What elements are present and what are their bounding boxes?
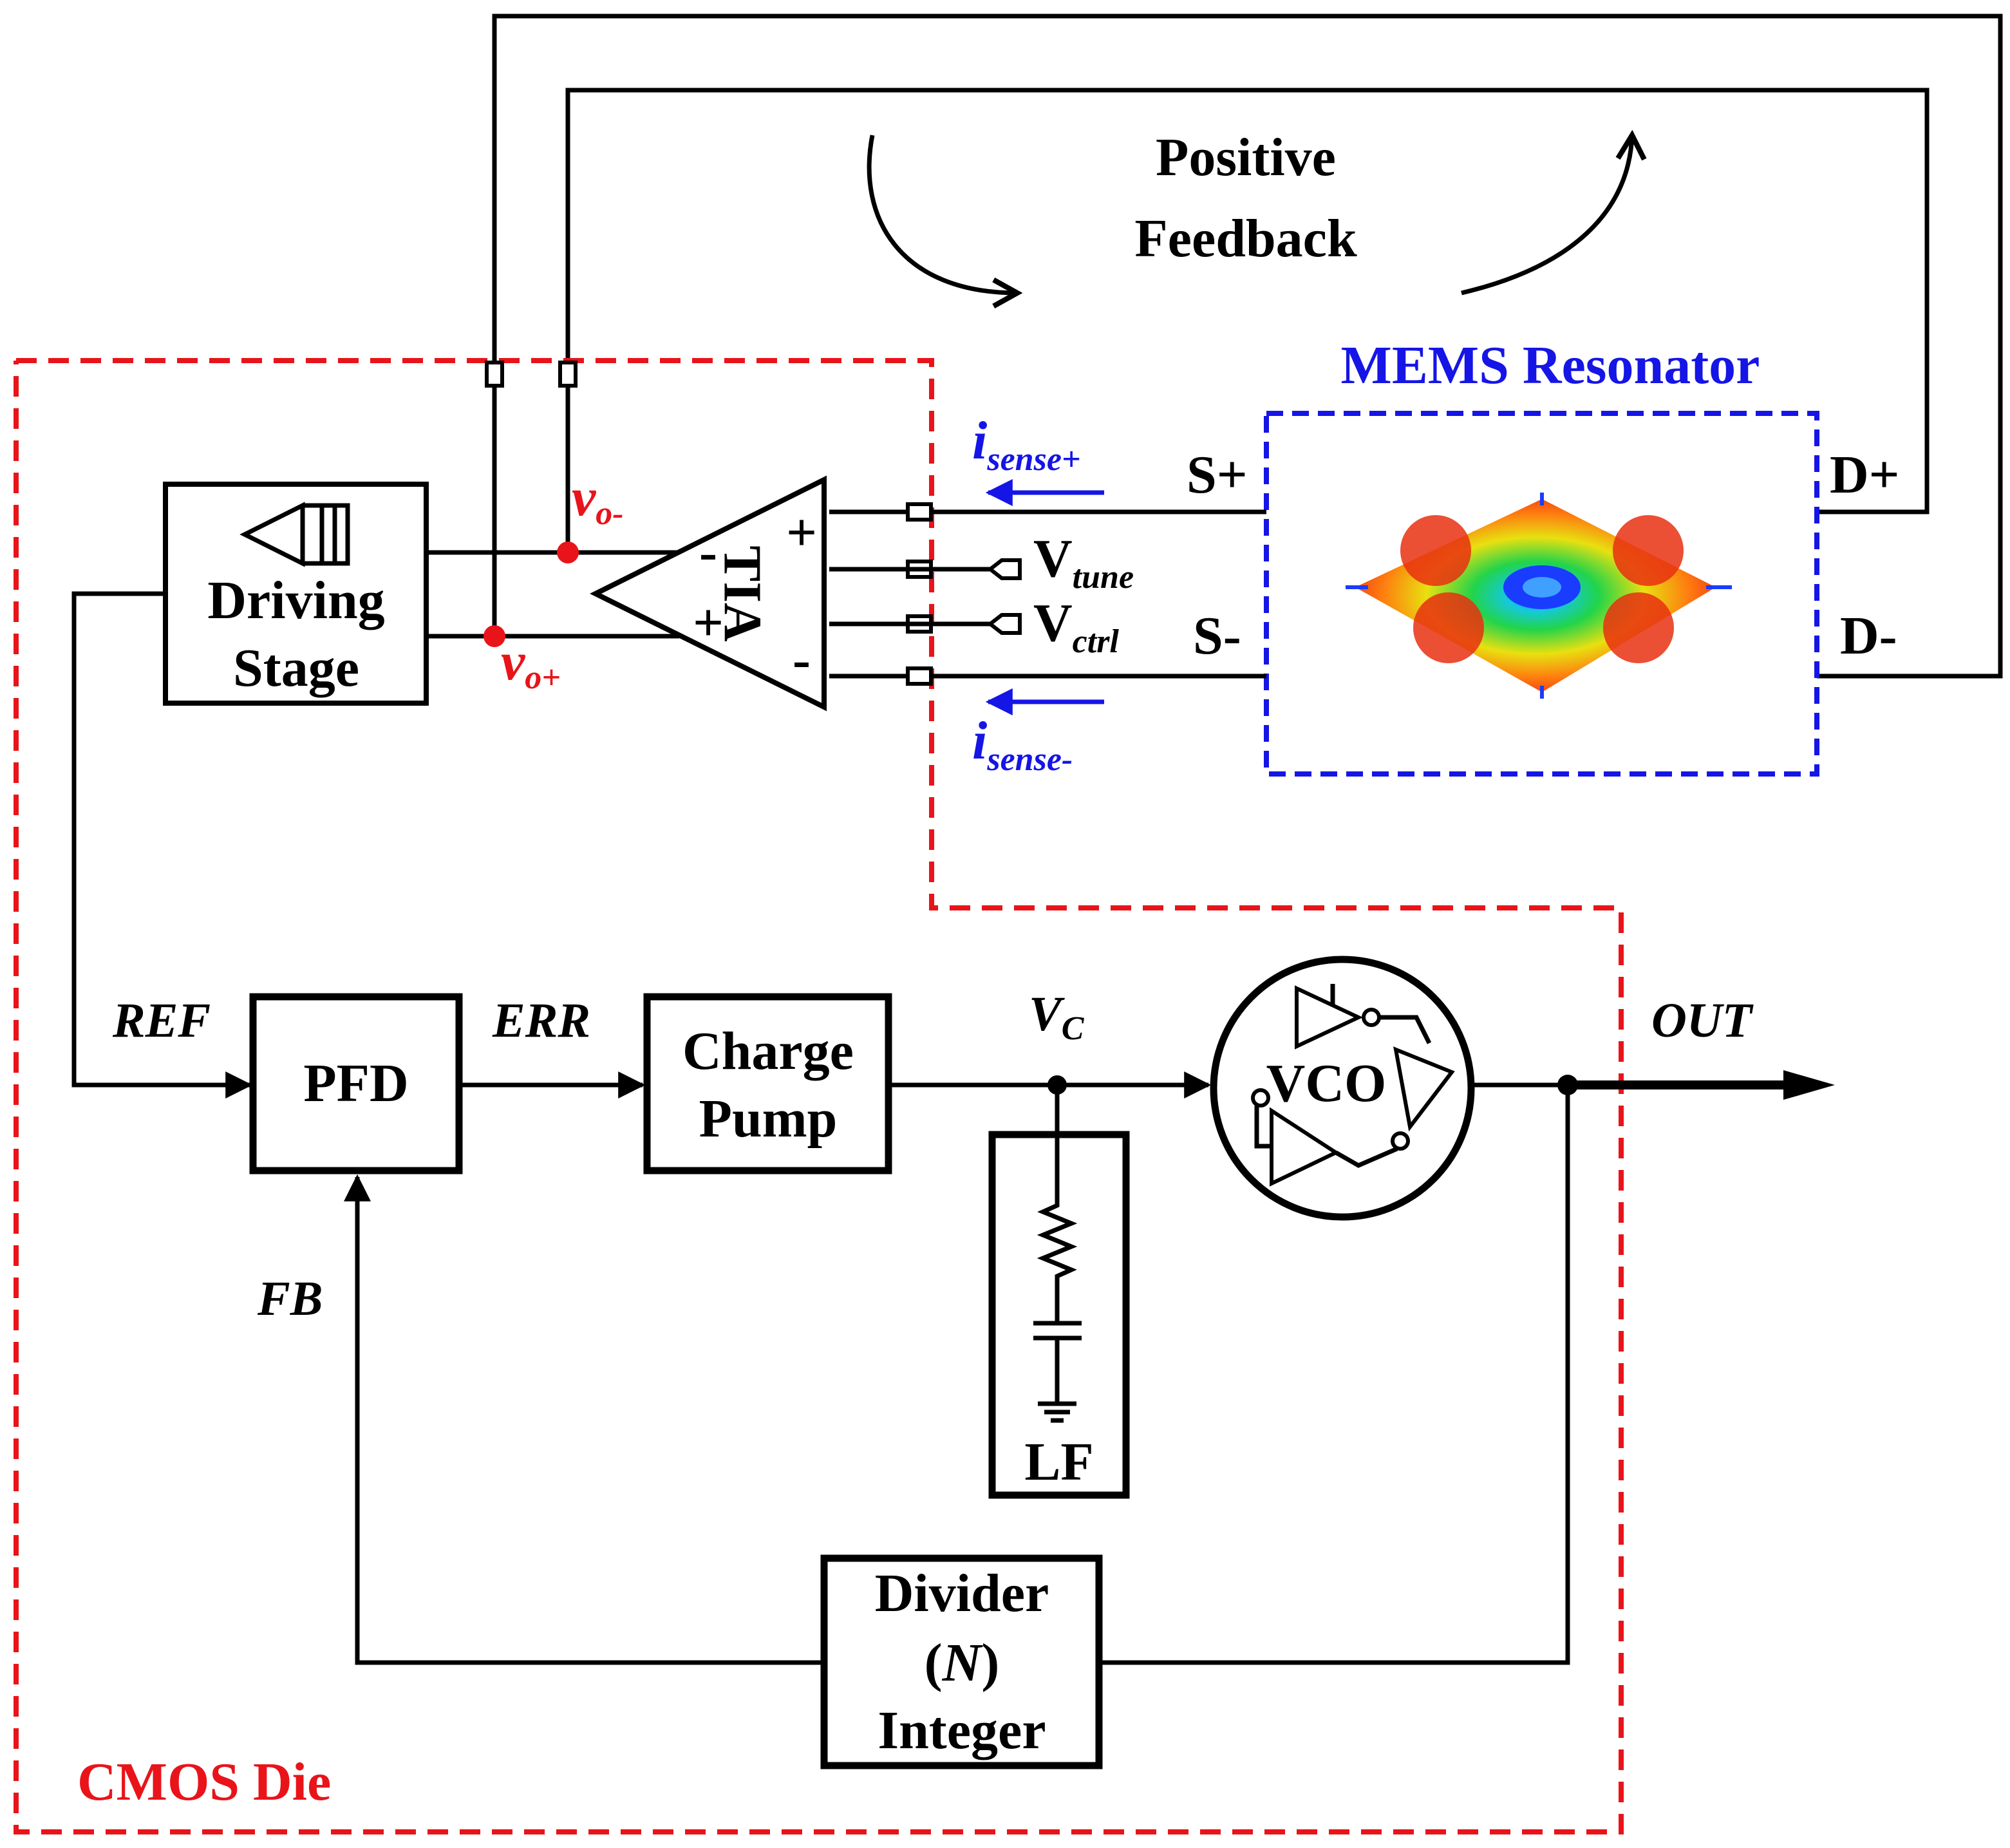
mems-pin-d-plus: D+ (1830, 445, 1900, 505)
tia-out-minus: - (699, 522, 717, 582)
vctrl-terminal-icon (987, 613, 1022, 635)
vo-plus-label: vo+ (501, 632, 561, 696)
vctrl-label: Vctrl (1033, 593, 1119, 660)
driving-stage-buffer-icon (240, 502, 350, 567)
fb-wire (344, 1174, 824, 1665)
divider-line3: Integer (878, 1701, 1046, 1760)
divider-in-wire (1099, 1085, 1570, 1665)
err-label: ERR (492, 994, 590, 1048)
resistor-icon (1037, 1199, 1078, 1323)
charge-pump-line1: Charge (682, 1021, 854, 1081)
charge-pump-block (643, 993, 892, 1174)
divider-line2: (N) (925, 1633, 1000, 1693)
node-vo-minus (557, 542, 579, 563)
tia-amplifier (590, 475, 827, 712)
pad-sense-minus (906, 666, 933, 686)
pfd-label: PFD (303, 1053, 408, 1113)
tia-out-plus: + (693, 593, 724, 653)
vco-ring-inverter-icon (1251, 984, 1455, 1187)
tia-in-plus: + (786, 503, 817, 563)
driving-stage-line1: Driving (207, 570, 384, 630)
mems-mode-shape-image (1346, 493, 1732, 699)
capacitor-icon (1033, 1321, 1082, 1404)
vtune-terminal-icon (987, 558, 1022, 580)
ref-wire (71, 591, 253, 1098)
out-label: OUT (1651, 994, 1754, 1048)
feedback-loop-outer (492, 14, 2003, 679)
feedback-label-line1: Positive (1156, 127, 1336, 187)
tia-label: TIA (713, 545, 773, 642)
divider-block (820, 1554, 1103, 1769)
charge-pump-line2: Pump (699, 1089, 838, 1149)
pad-sense-plus (906, 502, 933, 522)
vo-minus-label: vo- (572, 467, 624, 532)
vco-label: VCO (1266, 1053, 1387, 1113)
sense-plus-label: isense+ (972, 411, 1081, 478)
feedback-arrow-right-icon (1461, 135, 1632, 296)
pad-vo-minus (558, 361, 578, 388)
cmos-die-label: CMOS Die (77, 1752, 331, 1812)
mems-pin-d-minus: D- (1840, 606, 1897, 666)
ground-icon (1038, 1401, 1076, 1423)
driving-stage-line2: Stage (233, 638, 359, 698)
feedback-loop-inner (565, 88, 1930, 554)
pad-vo-plus (485, 361, 504, 388)
mems-resonator-box (1264, 411, 1819, 777)
pfd-block (249, 993, 463, 1174)
divider-line1: Divider (875, 1563, 1049, 1623)
vc-label: VC (1029, 987, 1085, 1047)
mems-pin-s-plus: S+ (1187, 445, 1248, 505)
sense-minus-label: isense- (972, 711, 1073, 778)
loop-filter-label: LF (1024, 1432, 1093, 1492)
cmos-die-border (14, 358, 1624, 1834)
tia-in-minus: - (793, 630, 811, 690)
vtune-label: Vtune (1033, 529, 1134, 596)
mems-title: MEMS Resonator (1341, 335, 1760, 395)
ref-label: REF (112, 994, 211, 1048)
node-vo-plus (484, 625, 505, 647)
out-arrow-icon (1783, 1070, 1835, 1100)
mems-pin-s-minus: S- (1193, 606, 1241, 666)
feedback-label-line2: Feedback (1134, 209, 1357, 269)
feedback-arrow-left-icon (867, 135, 1017, 293)
fb-label: FB (257, 1272, 323, 1326)
